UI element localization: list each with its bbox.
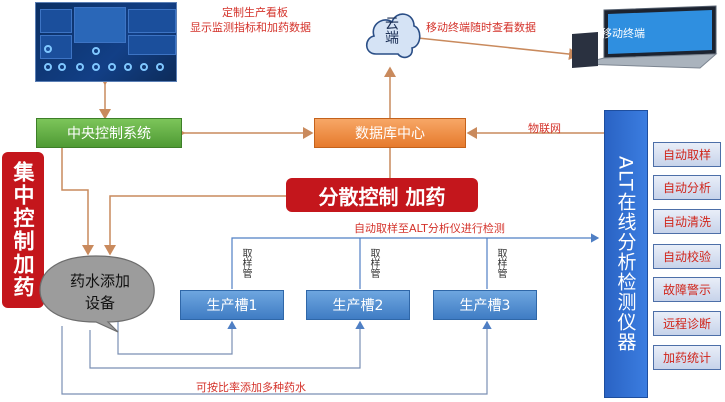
cloud-icon	[365, 13, 421, 59]
dosing-pipe-3	[61, 320, 492, 395]
cloud-laptop-line	[417, 37, 580, 61]
centralized-banner: 集中控制加药	[2, 152, 44, 308]
central-control-box: 中央控制系统	[36, 118, 182, 148]
dosing-device-label: 药水添加设备	[69, 272, 130, 312]
pipe-label-2: 取样管	[368, 248, 379, 278]
centralized-banner-text: 集中控制加药	[11, 161, 35, 299]
dashboard-caption-1: 定制生产看板	[222, 6, 288, 19]
feature-remote-diagnosis: 远程诊断	[653, 311, 721, 336]
tank-3: 生产槽3	[433, 290, 537, 320]
feature-auto-analysis: 自动分析	[653, 175, 721, 200]
sampling-caption: 自动取样至ALT分析仪进行检测	[354, 222, 505, 235]
distributed-banner: 分散控制 加药	[286, 178, 478, 212]
database-center-box: 数据库中心	[314, 118, 466, 148]
feature-auto-calibration: 自动校验	[653, 244, 721, 269]
iot-label: 物联网	[528, 122, 561, 135]
feature-fault-alarm: 故障警示	[653, 277, 721, 302]
bottom-caption: 可按比率添加多种药水	[196, 381, 306, 394]
feature-auto-sampling: 自动取样	[653, 142, 721, 167]
cloud-caption: 移动终端随时查看数据	[426, 21, 536, 34]
sampling-line	[231, 233, 600, 289]
tank-1: 生产槽1	[180, 290, 284, 320]
alt-analyzer-text: ALT在线分析检测仪器	[614, 156, 637, 352]
central-dosing-line	[61, 148, 94, 256]
dashboard-screenshot	[35, 2, 177, 82]
tank-2: 生产槽2	[306, 290, 410, 320]
feature-dosing-statistics: 加药统计	[653, 345, 721, 370]
dosing-pipe-1	[117, 320, 237, 355]
database-dosing-line	[104, 148, 391, 256]
feature-auto-cleaning: 自动清洗	[653, 209, 721, 234]
laptop-screen-text: 移动终端	[601, 27, 645, 40]
pipe-label-3: 取样管	[495, 248, 506, 278]
pipe-label-1: 取样管	[240, 248, 251, 278]
alt-analyzer-panel: ALT在线分析检测仪器	[604, 110, 648, 398]
dosing-pipe-2	[89, 320, 365, 369]
cloud-text: 云端	[383, 16, 399, 44]
dashboard-caption-2: 显示监测指标和加药数据	[190, 21, 311, 34]
dosing-device-shape	[39, 255, 155, 333]
laptop-icon	[572, 5, 718, 69]
